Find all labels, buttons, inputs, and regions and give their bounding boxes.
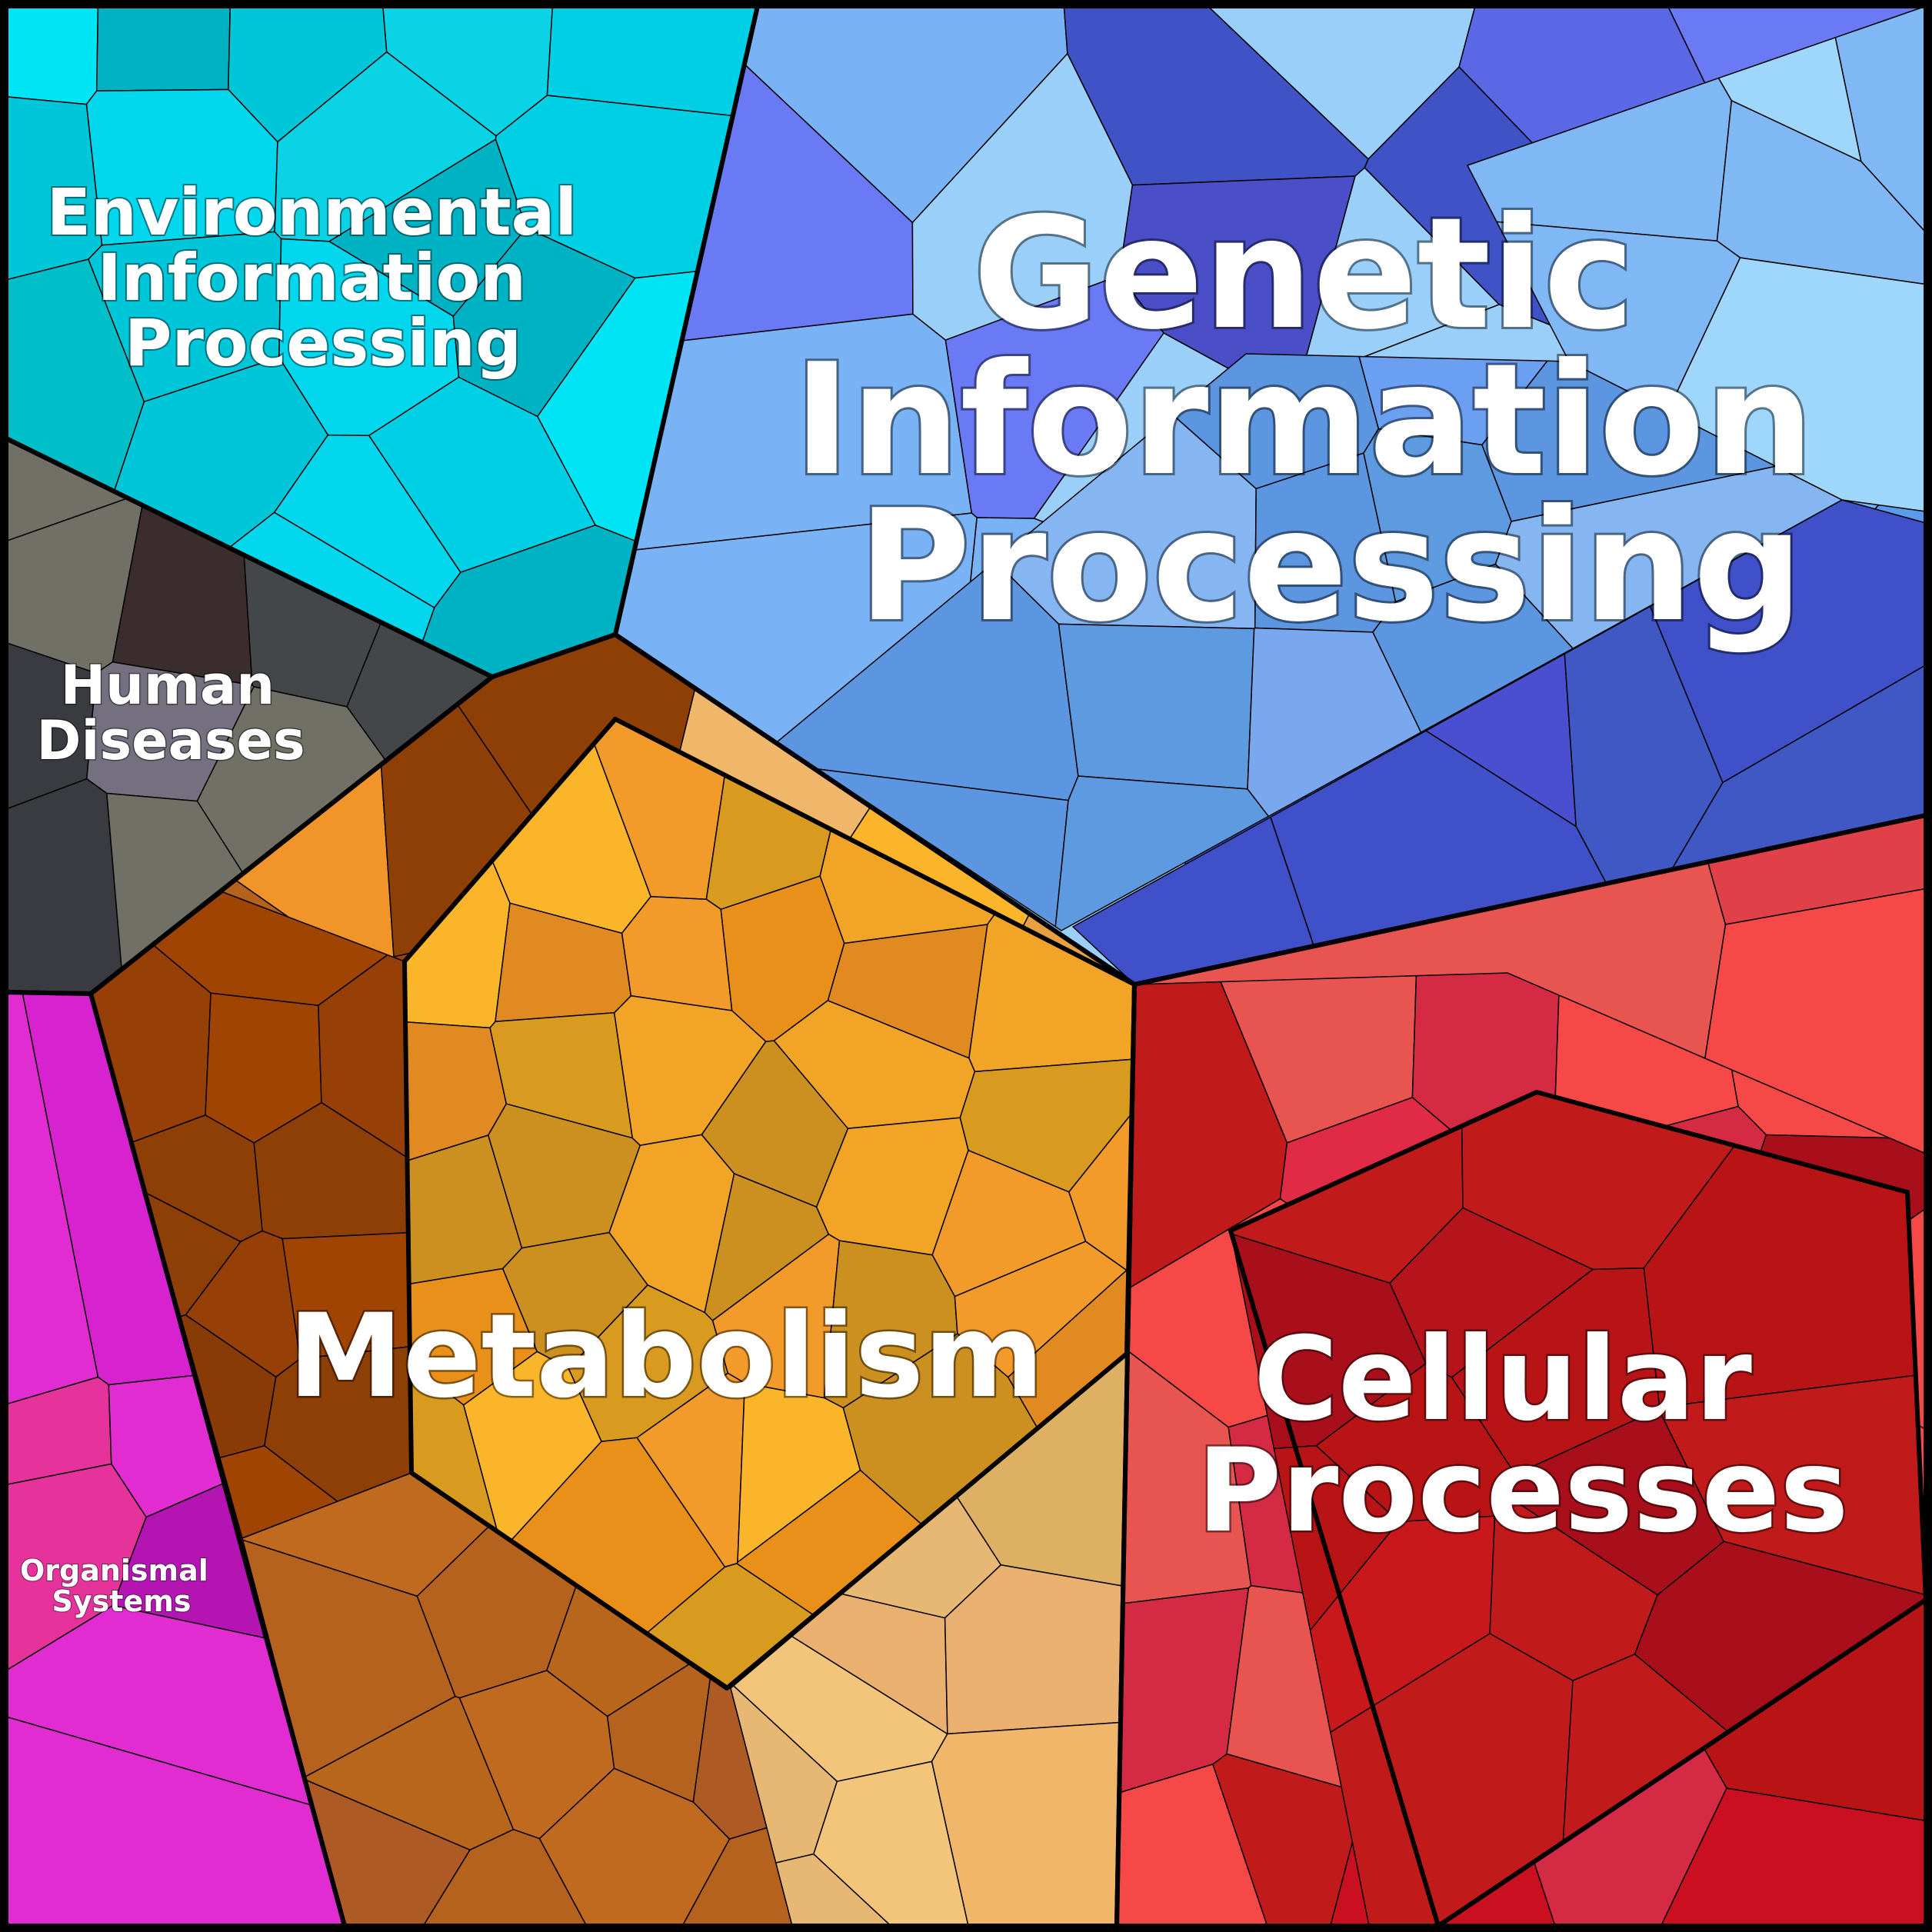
environmental-label-line-3: Processing bbox=[125, 305, 521, 381]
environmental-region-cells[interactable] bbox=[5, 5, 758, 678]
environmental-cell[interactable] bbox=[5, 5, 99, 105]
sub-zone-cell[interactable] bbox=[1054, 775, 1270, 931]
genetic-label[interactable]: Genetic Information Processing bbox=[791, 182, 1868, 658]
genetic-label-line-3: Processing bbox=[858, 477, 1803, 656]
organismal-label[interactable]: Organismal Systems bbox=[19, 1553, 218, 1619]
genetic-label-line-2: Information bbox=[794, 331, 1814, 510]
environmental-label-line-1: Environmental bbox=[47, 175, 578, 250]
cellular-label-line-2: Processes bbox=[1197, 1424, 1848, 1558]
metabolism-region-cells[interactable] bbox=[90, 634, 1135, 1927]
environmental-label[interactable]: Environmental Information Processing bbox=[45, 173, 600, 382]
sub-zone-cell[interactable] bbox=[621, 895, 733, 1011]
cellular-label[interactable]: Cellular Processes bbox=[1195, 1311, 1850, 1561]
sub-zone-cell[interactable] bbox=[1372, 563, 1574, 733]
human-diseases-label-line-2: Diseases bbox=[36, 709, 305, 772]
environmental-label-line-2: Information bbox=[98, 240, 526, 315]
metabolism-label-line-1: Metabolism bbox=[288, 1290, 1044, 1424]
cellular-label-line-1: Cellular bbox=[1254, 1313, 1752, 1447]
genetic-region-cells[interactable] bbox=[615, 5, 1927, 985]
environmental-cell[interactable] bbox=[95, 5, 232, 92]
human-diseases-label[interactable]: Human Diseases bbox=[35, 653, 306, 774]
organismal-label-line-1: Organismal bbox=[20, 1554, 208, 1587]
genetic-label-line-1: Genetic bbox=[973, 185, 1635, 364]
cellular-region-cells[interactable] bbox=[1116, 814, 1927, 1927]
human-diseases-cell[interactable] bbox=[5, 778, 122, 994]
human-diseases-region-cells[interactable] bbox=[5, 438, 493, 994]
cell-inner-outline bbox=[1228, 1090, 1928, 1928]
human-diseases-label-line-1: Human bbox=[61, 654, 275, 717]
organismal-label-line-2: Systems bbox=[52, 1584, 192, 1618]
metabolism-label[interactable]: Metabolism bbox=[286, 1288, 1046, 1426]
sub-zone-cell[interactable] bbox=[1270, 730, 1607, 947]
met-inner-outline bbox=[402, 717, 1137, 1690]
organismal-region-cells[interactable] bbox=[5, 991, 345, 1927]
